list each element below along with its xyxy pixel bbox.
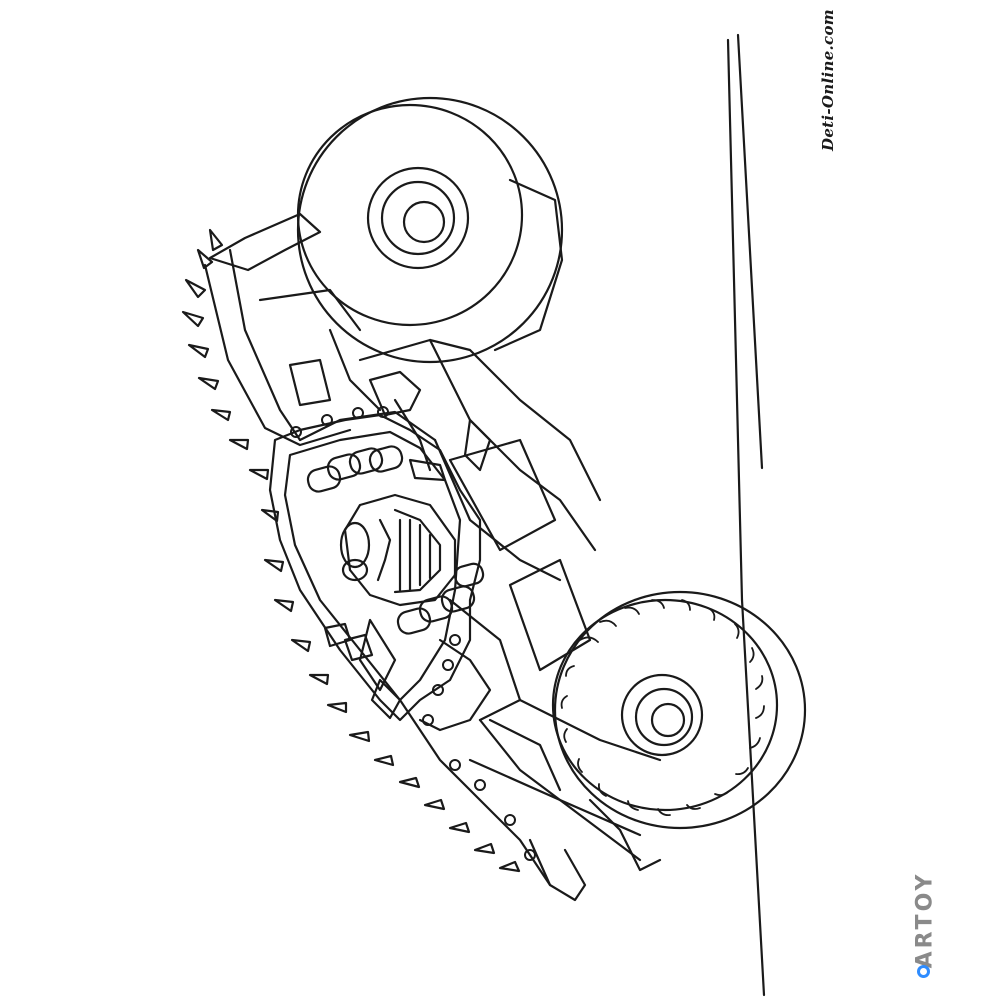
watermark: Deti-Online.com <box>808 9 848 151</box>
body-decal <box>323 618 402 720</box>
truck-spikes <box>181 228 521 873</box>
truck-face <box>339 458 457 607</box>
truck-teeth <box>306 445 485 635</box>
brand-logo: ARTOY <box>900 860 950 980</box>
ground-lines <box>726 33 766 997</box>
brand-text: ARTOY <box>912 871 938 969</box>
brand-ring-icon <box>917 965 930 978</box>
driver-area <box>368 370 492 472</box>
body-bolts <box>290 406 536 861</box>
top-wheel <box>296 96 564 364</box>
watermark-text: Deti-Online.com <box>819 9 837 151</box>
truck-chassis <box>203 212 662 902</box>
bottom-wheel <box>551 590 807 830</box>
